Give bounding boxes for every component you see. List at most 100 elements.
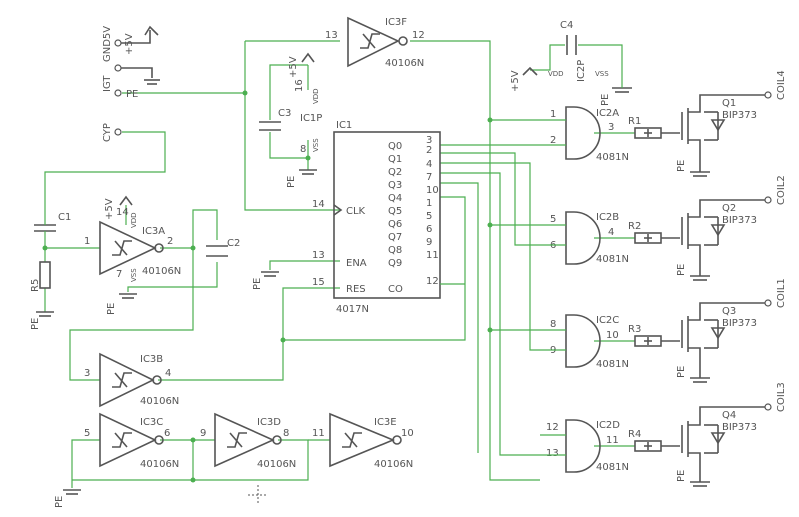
c3-label: C3 bbox=[278, 108, 291, 119]
cursor-crosshair bbox=[248, 485, 268, 505]
ic2p-vdd: VDD bbox=[548, 70, 564, 78]
ic2d-type: 4081N bbox=[596, 462, 629, 473]
ena-pe: PE bbox=[252, 278, 263, 290]
r5-resistor: R5 PE bbox=[30, 261, 54, 330]
ic1p-plus5v: +5V bbox=[288, 56, 299, 78]
q2-label: Q2 bbox=[722, 203, 736, 214]
ic3e-gate: IC3E 11 10 40106N bbox=[312, 412, 414, 470]
ic1-q0: Q0 bbox=[388, 141, 402, 152]
coil3-label: COIL3 bbox=[776, 382, 787, 412]
ic1p-vss: VSS bbox=[312, 138, 320, 152]
q2-type: BIP373 bbox=[722, 215, 757, 226]
ic3b-pin4: 4 bbox=[165, 368, 171, 379]
ic2a-gate: IC2A 1 2 3 4081N bbox=[540, 106, 629, 163]
q4-label: Q4 bbox=[722, 410, 736, 421]
ic3d-type: 40106N bbox=[257, 459, 296, 470]
ic3e-pin10: 10 bbox=[401, 428, 414, 439]
q4-type: BIP373 bbox=[722, 422, 757, 433]
ic1p-power: +5V 16 VDD IC1P 8 VSS PE bbox=[286, 52, 322, 188]
c4-capacitor: C4 bbox=[560, 20, 577, 55]
plus5v-label: +5V bbox=[124, 33, 135, 55]
ic3d-label: IC3D bbox=[257, 417, 281, 428]
ic2c-gate: IC2C 8 9 10 4081N bbox=[540, 314, 629, 370]
ic3f-gate: IC3F 13 12 40106N bbox=[325, 16, 425, 69]
c3-capacitor: C3 bbox=[259, 108, 291, 131]
ic3a-pin1: 1 bbox=[84, 236, 90, 247]
r1-resistor: R1 bbox=[628, 116, 662, 139]
gnd5v-label: GND5V bbox=[102, 26, 113, 62]
ic2d-gate: IC2D 12 13 11 4081N bbox=[540, 419, 629, 473]
ic1-type: 4017N bbox=[336, 304, 369, 315]
ic3e-label: IC3E bbox=[374, 417, 397, 428]
ic3c-label: IC3C bbox=[140, 417, 163, 428]
ic3b-pin3: 3 bbox=[84, 368, 90, 379]
c1-capacitor: C1 bbox=[34, 212, 71, 238]
ic3c-pin6: 6 bbox=[164, 428, 170, 439]
ic3d-pin9: 9 bbox=[200, 428, 206, 439]
c2-capacitor: C2 bbox=[206, 238, 240, 257]
q1-transistor: Q1 BIP373 COIL4 PE bbox=[661, 70, 787, 177]
ic3a-vdd: VDD bbox=[130, 212, 138, 228]
ic2c-label: IC2C bbox=[596, 315, 619, 326]
ic3f-pin12: 12 bbox=[412, 30, 425, 41]
ic2a-pin1: 1 bbox=[550, 109, 556, 120]
ic2a-pin3: 3 bbox=[608, 122, 614, 133]
ic1p-pe: PE bbox=[286, 176, 297, 188]
ic3a-vss: VSS bbox=[130, 268, 138, 282]
r3-label: R3 bbox=[628, 324, 641, 335]
ic1-pin13: 13 bbox=[312, 250, 325, 261]
ic2a-label: IC2A bbox=[596, 108, 619, 119]
ic2p-power: +5V VDD IC2P VSS PE bbox=[510, 60, 632, 106]
r2-resistor: R2 bbox=[628, 221, 662, 244]
ic3a-type: 40106N bbox=[142, 266, 181, 277]
ic2c-type: 4081N bbox=[596, 359, 629, 370]
igt-label: IGT bbox=[102, 75, 113, 92]
q2-transistor: Q2 BIP373 COIL2 PE bbox=[661, 175, 787, 281]
ic1-q7: Q7 bbox=[388, 232, 402, 243]
ic3e-type: 40106N bbox=[374, 459, 413, 470]
bottom-pe: PE bbox=[54, 496, 65, 508]
ic3a-vss7: 7 bbox=[116, 269, 122, 280]
q2-pe: PE bbox=[676, 264, 687, 276]
ic1-q3: Q3 bbox=[388, 180, 402, 191]
c2-label: C2 bbox=[227, 238, 240, 249]
ic1-counter: IC1 4017N Q0 Q1 Q2 Q3 Q4 Q5 Q6 Q7 Q8 Q9 … bbox=[252, 120, 465, 315]
ic2d-pin12: 12 bbox=[546, 422, 559, 433]
ic2b-pin4: 4 bbox=[608, 227, 614, 238]
wires bbox=[44, 40, 635, 488]
r1-label: R1 bbox=[628, 116, 641, 127]
ic3a-vdd14: 14 bbox=[116, 207, 129, 218]
ic3d-pin8: 8 bbox=[283, 428, 289, 439]
pe-label: PE bbox=[126, 89, 138, 100]
ic2b-gate: IC2B 5 6 4 4081N bbox=[540, 211, 629, 265]
ic1-q9: Q9 bbox=[388, 258, 402, 269]
ic1-pin7: 7 bbox=[426, 172, 432, 183]
ic1-q5: Q5 bbox=[388, 206, 402, 217]
ic1-q1: Q1 bbox=[388, 154, 402, 165]
ic1-q2: Q2 bbox=[388, 167, 402, 178]
ic3b-label: IC3B bbox=[140, 354, 163, 365]
ic2b-type: 4081N bbox=[596, 254, 629, 265]
ic1-ena: ENA bbox=[346, 258, 367, 269]
r5-label: R5 bbox=[30, 279, 41, 292]
ic3b-gate: IC3B 3 4 40106N bbox=[84, 352, 179, 408]
ic2a-pin2: 2 bbox=[550, 135, 556, 146]
ic1-clk: CLK bbox=[346, 206, 366, 217]
ic1-q8: Q8 bbox=[388, 245, 402, 256]
r2-label: R2 bbox=[628, 221, 641, 232]
ic1p-pin16: 16 bbox=[294, 79, 305, 92]
ic2p-plus5v: +5V bbox=[510, 70, 521, 92]
ic1-pin4: 4 bbox=[426, 159, 432, 170]
q1-type: BIP373 bbox=[722, 110, 757, 121]
c1-label: C1 bbox=[58, 212, 71, 223]
ic3e-pin11: 11 bbox=[312, 428, 325, 439]
ic3c-pin5: 5 bbox=[84, 428, 90, 439]
ic3a-label: IC3A bbox=[142, 226, 165, 237]
ic2d-pin11: 11 bbox=[606, 435, 619, 446]
ic2p-pe: PE bbox=[600, 94, 611, 106]
q3-pe: PE bbox=[676, 366, 687, 378]
ic2b-label: IC2B bbox=[596, 212, 619, 223]
q4-transistor: Q4 BIP373 COIL3 PE bbox=[661, 382, 787, 487]
ic3a-gate: IC3A 1 2 40106N 14 7 VDD VSS +5V PE bbox=[84, 195, 181, 315]
ic1-label: IC1 bbox=[336, 120, 352, 131]
